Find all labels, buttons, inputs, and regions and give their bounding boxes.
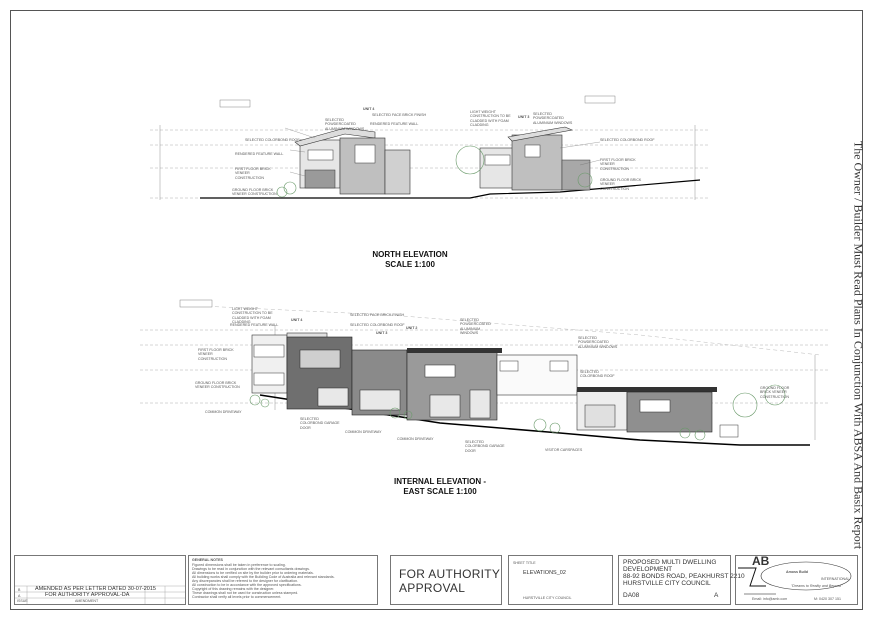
drawing-sheet-border (10, 10, 863, 610)
north-label-roof-left: SELECTED COLORBOND ROOF (245, 138, 300, 142)
revision-table: B AMENDED AS PER LETTER DATED 30-07-2015… (14, 555, 186, 605)
general-notes-line: All construction to be in accordance wit… (192, 583, 302, 587)
sheet-lga: HURSTVILLE CITY COUNCIL (523, 596, 572, 600)
east-unit-tag-3: UNIT 3 (376, 331, 388, 335)
general-notes-line: All dimensions to be verified on site by… (192, 571, 314, 575)
authority-stamp: FOR AUTHORITY APPROVAL (390, 555, 502, 605)
side-note: The Owner / Builder Must Read Plans In C… (848, 105, 868, 585)
east-label-face-brick: SELECTED FACE BRICK FINISH (350, 313, 405, 317)
east-label-driveway-3: COMMON DRIVEWAY (397, 437, 434, 441)
east-elevation-title: INTERNAL ELEVATION - (394, 477, 486, 486)
sheet-title: ELEVATIONS_02 (523, 570, 566, 576)
general-notes-line: These drawings shall not be used for con… (192, 591, 299, 595)
east-label-light-weight: LIGHT WEIGHT CONSTRUCTION TO BE CLADDED … (232, 307, 273, 325)
general-notes-line: Drawings to be read in conjunction with … (192, 567, 310, 571)
company-logo-icon (738, 561, 852, 595)
east-label-feature-wall: RENDERED FEATURE WALL (230, 323, 279, 327)
side-note-text: The Owner / Builder Must Read Plans In C… (851, 140, 866, 550)
east-label-garage-door-2: SELECTED COLORBOND GARAGE DOOR (465, 440, 505, 453)
revision-header-amendment: AMENDMENT (75, 599, 99, 603)
east-elevation-scale: EAST SCALE 1:100 (403, 487, 477, 496)
sheet-title-box: SHEET TITLE ELEVATIONS_02 HURSTVILLE CIT… (508, 555, 613, 605)
logo-letters: AB (752, 554, 770, 568)
general-notes-box: GENERAL NOTES Figured dimensions shall b… (188, 555, 378, 605)
north-label-windows-left: SELECTED POWDERCOATED ALUMINIUM WINDOWS (325, 118, 365, 131)
north-label-first-floor-left: FIRST FLOOR BRICK VENEER CONSTRUCTION (235, 167, 271, 180)
project-line-2: DEVELOPMENT (623, 566, 673, 573)
east-unit-tag-4: UNIT 4 (291, 318, 303, 322)
project-line-1: PROPOSED MULTI DWELLING (623, 559, 717, 566)
north-elevation-title: NORTH ELEVATION (372, 250, 448, 259)
north-label-ground-floor-right: GROUND FLOOR BRICK VENEER CONSTRUCTION (600, 178, 642, 191)
east-label-ground-floor: GROUND FLOOR BRICK VENEER CONSTRUCTION (195, 381, 240, 390)
general-notes-line: Figured dimensions shall be taken in pre… (192, 563, 286, 567)
north-unit-tag-3: UNIT 3 (518, 115, 530, 119)
north-label-feature-wall-2: RENDERED FEATURE WALL (370, 122, 419, 126)
logo-email: Email: info@amb.com (752, 597, 788, 601)
north-elevation-drawing (150, 95, 710, 200)
general-notes-line: All building works shall comply with the… (192, 575, 335, 579)
north-elevation-scale: SCALE 1:100 (385, 260, 435, 269)
drawing-number: DA08 (623, 592, 640, 599)
general-notes-line: Contractor shall verify all levels prior… (192, 595, 282, 599)
north-label-face-brick: SELECTED FACE BRICK FINISH (372, 113, 427, 117)
north-label-ground-floor-left: GROUND FLOOR BRICK VENEER CONSTRUCTION (232, 188, 277, 197)
north-label-roof-right: SELECTED COLORBOND ROOF (600, 138, 655, 142)
east-unit-tag-2: UNIT 2 (406, 326, 418, 330)
east-label-driveway-2: COMMON DRIVEWAY (345, 430, 382, 434)
east-label-driveway-1: COMMON DRIVEWAY (205, 410, 242, 414)
revision-header-issue: ISSUE (17, 599, 28, 603)
north-label-light-weight: LIGHT WEIGHT CONSTRUCTION TO BE CLADDED … (470, 110, 511, 128)
general-notes-heading: GENERAL NOTES (192, 558, 223, 562)
revision-row-desc-b: AMENDED AS PER LETTER DATED 30-07-2015 (35, 586, 156, 592)
drawing-revision: A (714, 592, 719, 599)
logo-phone: M: 0420 307 151 (814, 597, 841, 601)
revision-row-rev-b: B (18, 588, 21, 592)
sheet-title-label: SHEET TITLE (513, 561, 536, 565)
north-label-feature-wall: RENDERED FEATURE WALL (235, 152, 284, 156)
east-label-first-floor: FIRST FLOOR BRICK VENEER CONSTRUCTION (198, 348, 234, 361)
east-label-garage-door-1: SELECTED COLORBOND GARAGE DOOR (300, 417, 340, 430)
east-label-roof-2: SELECTED COLORBOND ROOF (580, 370, 615, 379)
project-line-3: 88-92 BONDS ROAD, PEAKHURST 2210 (623, 573, 745, 580)
stamp-line-1: FOR AUTHORITY (399, 567, 501, 581)
project-line-4: HURSTVILLE CITY COUNCIL (623, 580, 711, 587)
east-label-visitor-carspaces: VISITOR CARSPACES (545, 448, 583, 452)
east-label-roof: SELECTED COLORBOND ROOF (350, 323, 405, 327)
general-notes-line: Any discrepancies shall be referred to t… (192, 579, 299, 583)
revision-row-rev-a: A (18, 594, 21, 598)
east-elevation-drawing (140, 299, 830, 446)
revision-row-desc-a: FOR AUTHORITY APPROVAL-DA (45, 592, 130, 598)
project-box: PROPOSED MULTI DWELLING DEVELOPMENT 88-9… (618, 555, 745, 605)
revision-table-grid (15, 585, 185, 604)
east-label-windows: SELECTED POWDERCOATED ALUMINIUM WINDOWS (460, 318, 491, 336)
north-unit-tag-4: UNIT 4 (363, 107, 375, 111)
logo-tagline: "Dreams to Reality and Beyond" (791, 584, 843, 588)
north-label-first-floor-right: FIRST FLOOR BRICK VENEER CONSTRUCTION (600, 158, 636, 171)
general-notes-line: Copyright of this drawing remains with t… (192, 587, 275, 591)
logo-name: Amoss Build (786, 570, 808, 574)
company-logo-box: AB Amoss Build INTERNATIONAL "Dreams to … (735, 555, 858, 605)
north-label-windows-right: SELECTED POWDERCOATED ALUMINIUM WINDOWS (533, 112, 573, 125)
logo-sub: INTERNATIONAL (821, 577, 850, 581)
stamp-line-2: APPROVAL (399, 581, 466, 595)
east-label-ground-floor-2: GROUND FLOOR BRICK VENEER CONSTRUCTION (760, 386, 790, 399)
east-label-windows-2: SELECTED POWDERCOATED ALUMINIUM WINDOWS (578, 336, 618, 349)
